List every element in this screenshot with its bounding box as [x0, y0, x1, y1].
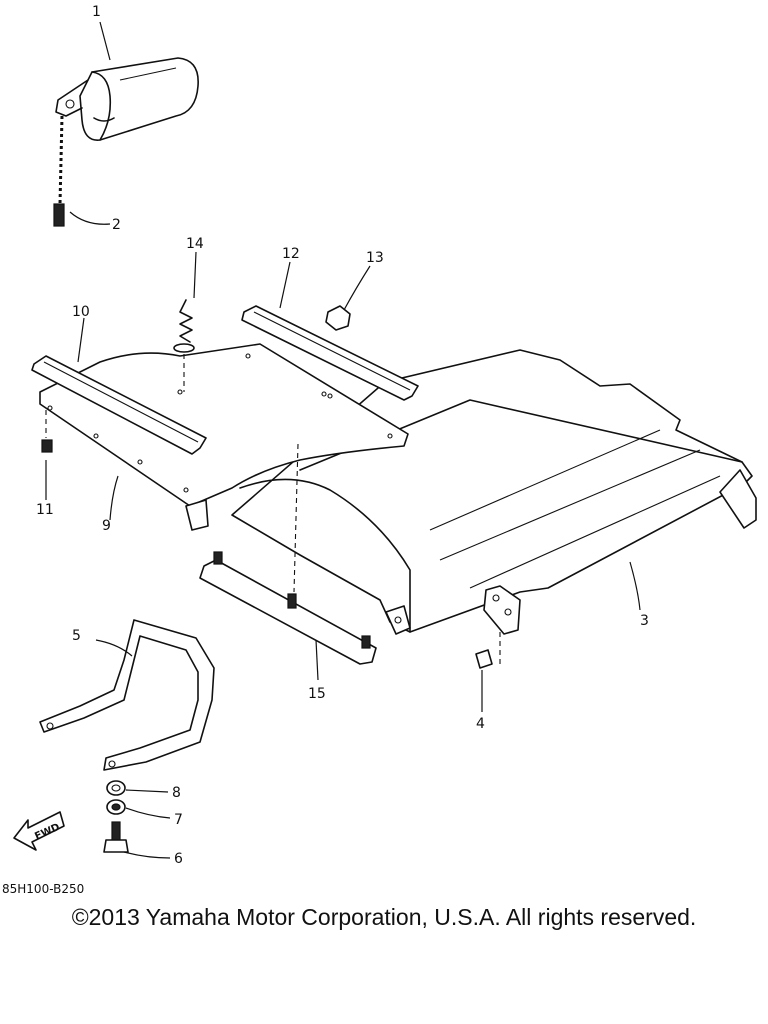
- part-11-bolt: [41, 410, 53, 453]
- callout-1: 1: [92, 4, 101, 20]
- copyright-notice: ©2013 Yamaha Motor Corporation, U.S.A. A…: [71, 904, 697, 930]
- callout-15: 15: [308, 686, 326, 702]
- leader-lines: [45, 21, 641, 859]
- part-2-chain-clip: [53, 115, 65, 227]
- callout-8: 8: [172, 785, 181, 801]
- callout-5: 5: [72, 628, 81, 644]
- part-4-bolt: [475, 632, 501, 669]
- part-7-nut: [106, 799, 126, 815]
- callout-4: 4: [476, 716, 485, 732]
- part-13-nut: [325, 305, 351, 331]
- part-8-washer: [106, 780, 126, 796]
- exploded-view-drawing: FWD 1 2 3 4 5 6 7 8 9 10 11 12 13 14 15: [2, 4, 757, 896]
- callout-12: 12: [282, 246, 300, 262]
- part-5-strap: [39, 619, 215, 771]
- part-14-spring: [173, 299, 195, 392]
- part-9-plate: [39, 343, 409, 531]
- part-1-cylinder: [55, 57, 199, 141]
- callout-13: 13: [366, 250, 384, 266]
- callout-14: 14: [186, 236, 204, 252]
- callout-10: 10: [72, 304, 90, 320]
- callout-3: 3: [640, 613, 649, 629]
- callout-9: 9: [102, 518, 111, 534]
- diagram-code: 85H100-B250: [2, 882, 84, 896]
- callout-11: 11: [36, 502, 54, 518]
- part-10-rail: [31, 355, 207, 455]
- fwd-arrow-icon: FWD: [13, 811, 65, 851]
- callout-numbers: 1 2 3 4 5 6 7 8 9 10 11 12 13 14 15: [36, 4, 649, 867]
- part-15-bracket: [199, 443, 377, 665]
- callout-7: 7: [174, 812, 183, 828]
- callout-2: 2: [112, 217, 121, 233]
- part-6-bolt: [103, 821, 129, 853]
- part-12-rail: [241, 305, 419, 401]
- callout-6: 6: [174, 851, 183, 867]
